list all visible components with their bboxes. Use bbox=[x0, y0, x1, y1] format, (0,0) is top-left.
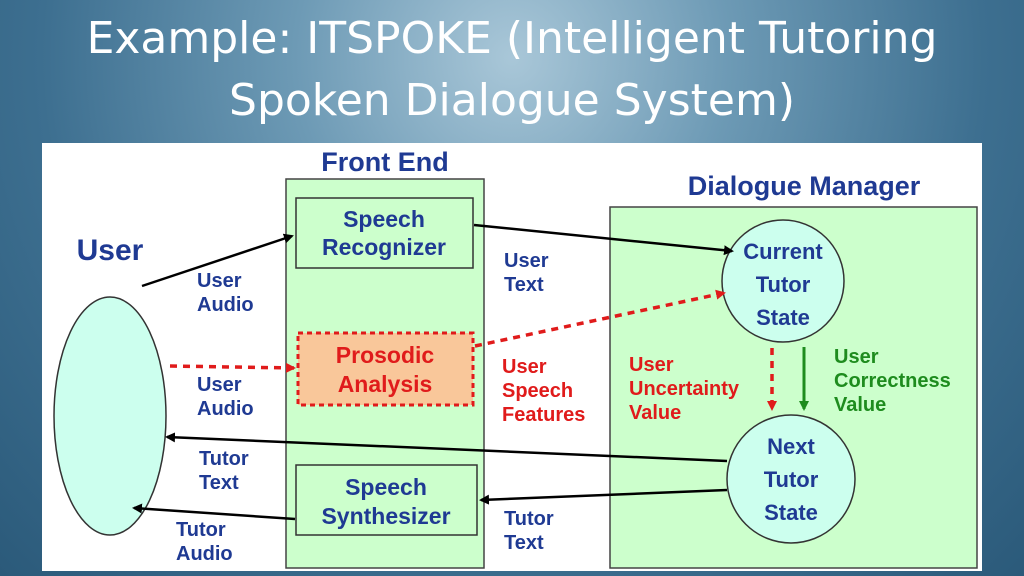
next-tutor-state-node: Next Tutor State bbox=[726, 414, 856, 544]
svg-text:Correctness: Correctness bbox=[834, 370, 951, 392]
slide-title: Example: ITSPOKE (Intelligent Tutoring S… bbox=[0, 8, 1024, 132]
architecture-diagram: Front End Dialogue Manager Speech Recogn… bbox=[53, 147, 978, 569]
arrow-prosodic-to-current-state bbox=[474, 289, 726, 348]
arrow-user-to-recognizer bbox=[141, 233, 294, 288]
arrow-next-state-to-synthesizer bbox=[479, 488, 728, 505]
dialogue-manager-title: Dialogue Manager bbox=[688, 171, 921, 201]
label-tutor-text-left: Tutor Text bbox=[199, 448, 249, 494]
arrow-synthesizer-to-user bbox=[132, 503, 296, 521]
svg-text:User: User bbox=[834, 346, 879, 368]
current-state-line-2: Tutor bbox=[756, 272, 811, 297]
svg-text:Text: Text bbox=[199, 472, 239, 494]
next-state-line-1: Next bbox=[767, 434, 815, 459]
speech-synthesizer-line-2: Synthesizer bbox=[321, 503, 450, 529]
prosodic-analysis-box: Prosodic Analysis bbox=[296, 331, 475, 407]
svg-text:Text: Text bbox=[504, 274, 544, 296]
label-user-correctness-value: User Correctness Value bbox=[834, 346, 951, 416]
user-node bbox=[53, 296, 167, 536]
svg-text:User: User bbox=[504, 250, 549, 272]
front-end-title: Front End bbox=[321, 147, 448, 177]
svg-text:User: User bbox=[197, 374, 242, 396]
label-user-audio-mid: User Audio bbox=[197, 374, 254, 420]
svg-text:Audio: Audio bbox=[197, 294, 254, 316]
arrow-user-to-prosodic bbox=[169, 362, 296, 373]
svg-text:Uncertainty: Uncertainty bbox=[629, 378, 740, 400]
svg-text:Features: Features bbox=[502, 404, 585, 426]
svg-text:Speech: Speech bbox=[502, 380, 573, 402]
slide-title-line-2: Spoken Dialogue System) bbox=[229, 75, 795, 126]
speech-recognizer-box: Speech Recognizer bbox=[295, 197, 474, 269]
prosodic-analysis-line-1: Prosodic bbox=[336, 342, 435, 368]
next-state-line-3: State bbox=[764, 500, 818, 525]
arrow-next-state-to-user bbox=[165, 432, 728, 463]
speech-recognizer-line-1: Speech bbox=[343, 206, 425, 232]
svg-text:Tutor: Tutor bbox=[199, 448, 249, 470]
label-user-audio-top: User Audio bbox=[197, 270, 254, 316]
current-state-line-1: Current bbox=[743, 239, 823, 264]
user-label: User bbox=[77, 234, 144, 267]
svg-text:Audio: Audio bbox=[176, 543, 233, 565]
current-state-line-3: State bbox=[756, 305, 810, 330]
arrow-recognizer-to-current-state bbox=[473, 223, 734, 256]
svg-text:User: User bbox=[197, 270, 242, 292]
slide-title-line-1: Example: ITSPOKE (Intelligent Tutoring bbox=[86, 13, 938, 64]
svg-text:Value: Value bbox=[834, 394, 886, 416]
speech-recognizer-line-2: Recognizer bbox=[322, 234, 446, 260]
speech-synthesizer-box: Speech Synthesizer bbox=[295, 464, 478, 536]
svg-text:User: User bbox=[629, 354, 674, 376]
label-user-text: User Text bbox=[504, 250, 549, 296]
svg-text:Audio: Audio bbox=[197, 398, 254, 420]
label-tutor-audio: Tutor Audio bbox=[176, 519, 233, 565]
diagram-panel: Front End Dialogue Manager Speech Recogn… bbox=[42, 143, 982, 571]
svg-text:Text: Text bbox=[504, 532, 544, 554]
prosodic-analysis-line-2: Analysis bbox=[338, 371, 433, 397]
svg-text:Tutor: Tutor bbox=[504, 508, 554, 530]
svg-text:Tutor: Tutor bbox=[176, 519, 226, 541]
svg-text:Value: Value bbox=[629, 402, 681, 424]
next-state-line-2: Tutor bbox=[764, 467, 819, 492]
label-user-speech-features: User Speech Features bbox=[502, 356, 585, 426]
speech-synthesizer-line-1: Speech bbox=[345, 474, 427, 500]
label-user-uncertainty-value: User Uncertainty Value bbox=[629, 354, 740, 424]
current-tutor-state-node: Current Tutor State bbox=[721, 219, 845, 343]
label-tutor-text-right: Tutor Text bbox=[504, 508, 554, 554]
svg-text:User: User bbox=[502, 356, 547, 378]
